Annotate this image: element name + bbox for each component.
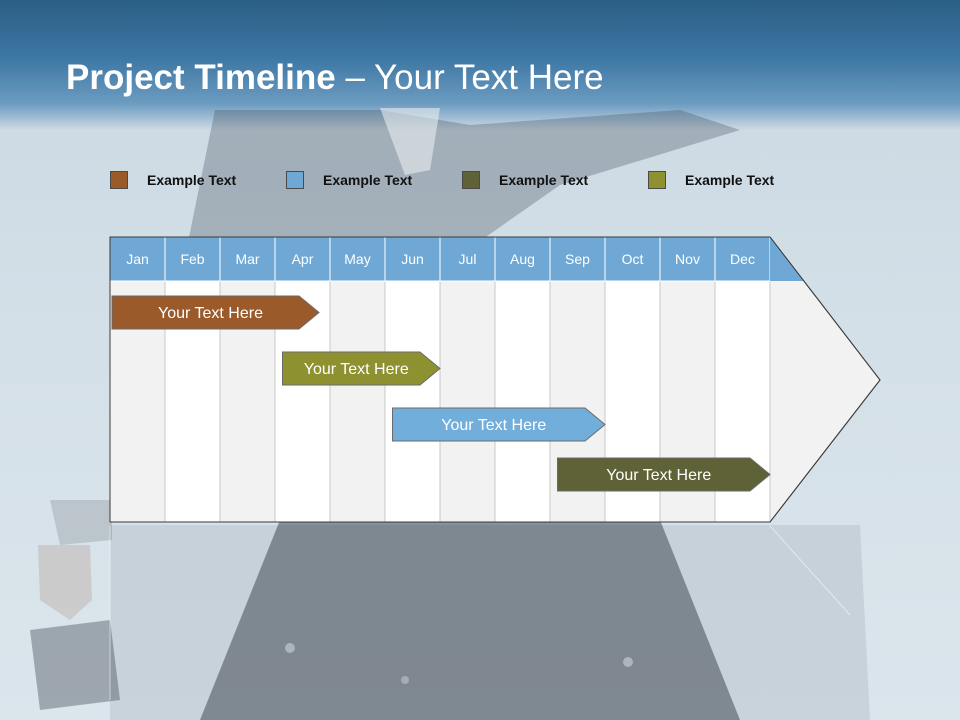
month-header-cell [439,236,496,282]
task-bar [392,407,606,442]
legend-swatch [286,171,304,189]
month-column [384,280,441,523]
month-column [439,280,496,523]
month-header-cell [604,236,661,282]
month-header-cell [659,236,716,282]
header-band [0,0,960,130]
legend-swatch [110,171,128,189]
month-column [329,280,386,523]
month-label: May [344,251,370,267]
legend-swatch [648,171,666,189]
legend-label: Example Text [685,172,775,188]
month-label: Dec [730,251,755,267]
month-label: Apr [292,251,314,267]
page-title: Project Timeline – Your Text Here [66,58,604,98]
title-subtitle-part: – Your Text Here [335,58,604,97]
month-label: Feb [180,251,204,267]
task-bar-label: Your Text Here [304,361,409,378]
month-label: Oct [622,251,644,267]
task-bar [111,295,320,330]
task-bar [557,457,771,492]
title-bold-part: Project Timeline [66,58,336,97]
month-label: Jan [126,251,149,267]
legend-label: Example Text [499,172,589,188]
month-header-cell [714,236,771,282]
month-header-cell [274,236,331,282]
legend-label: Example Text [147,172,237,188]
month-label: Jul [459,251,477,267]
month-label: Jun [401,251,424,267]
legend-label: Example Text [323,172,413,188]
month-label: Sep [565,251,590,267]
month-column [494,280,551,523]
month-label: Nov [675,251,700,267]
month-header-cell [109,236,166,282]
reflection-line [769,525,851,616]
task-bar-label: Your Text Here [606,467,711,484]
task-bar-label: Your Text Here [158,305,263,322]
month-label: Mar [235,251,259,267]
month-label: Aug [510,251,535,267]
legend-swatch [462,171,480,189]
task-bar [282,351,441,386]
task-bar-label: Your Text Here [441,417,546,434]
month-header-cell [164,236,221,282]
timeline-arrow-outline [109,236,881,523]
